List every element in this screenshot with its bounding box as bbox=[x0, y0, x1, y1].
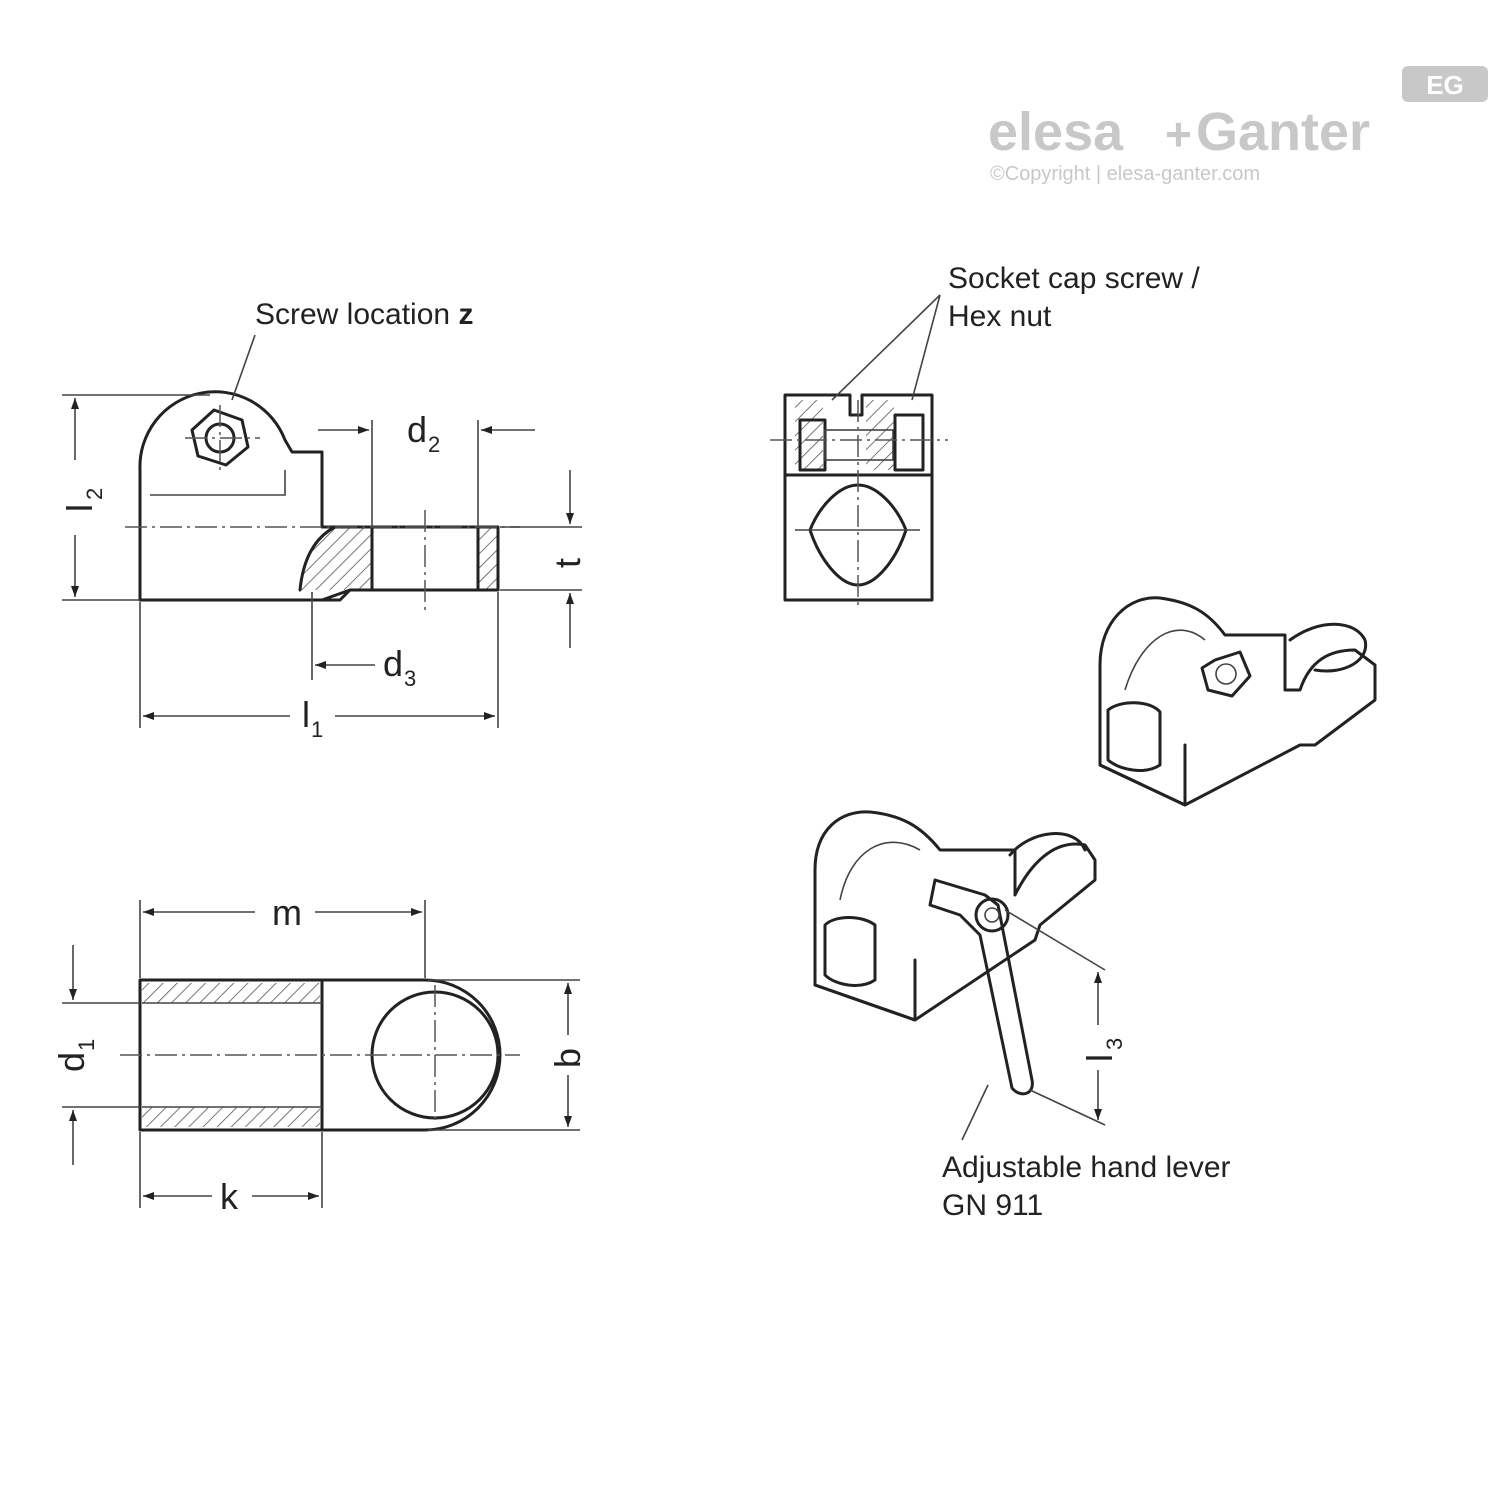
side-view: l 2 d 2 t d 3 l 1 bbox=[59, 298, 588, 742]
front-section-view: Socket cap screw / Hex nut bbox=[770, 262, 1200, 605]
svg-text:l: l bbox=[59, 504, 100, 512]
iso-hex-nut-icon bbox=[1200, 650, 1252, 698]
brand-logo: EG elesa + Ganter ©Copyright | elesa-gan… bbox=[988, 66, 1488, 185]
side-ring-hatch bbox=[478, 527, 498, 590]
dim-m: m bbox=[272, 892, 302, 933]
dim-d3: d 3 bbox=[383, 643, 416, 691]
svg-text:d: d bbox=[51, 1052, 92, 1072]
svg-text:2: 2 bbox=[82, 488, 107, 500]
brand-name-elesa: elesa bbox=[988, 102, 1124, 162]
iso-clamp-outline bbox=[1098, 596, 1377, 807]
side-view-outline bbox=[138, 390, 500, 602]
front-view-outline bbox=[783, 393, 934, 602]
brand-copyright: ©Copyright | elesa-ganter.com bbox=[990, 163, 1260, 185]
hex-nut-icon bbox=[190, 408, 250, 467]
dim-l1: l 1 bbox=[302, 694, 323, 742]
svg-text:d: d bbox=[383, 643, 403, 684]
callout-hand-lever-line1: Adjustable hand lever bbox=[942, 1151, 1231, 1184]
iso-view-clamp bbox=[1098, 596, 1377, 807]
brand-badge bbox=[1402, 66, 1488, 102]
dim-l3: l 3 bbox=[1079, 1038, 1127, 1062]
svg-text:d: d bbox=[407, 409, 427, 450]
dim-d1: d 1 bbox=[51, 1039, 99, 1072]
callout-socket-screw-line1: Socket cap screw / bbox=[948, 262, 1200, 295]
hex-nut-side-icon bbox=[893, 413, 925, 472]
svg-text:1: 1 bbox=[311, 717, 323, 742]
iso-lever-bore bbox=[823, 916, 877, 987]
svg-text:3: 3 bbox=[1102, 1038, 1127, 1050]
svg-text:2: 2 bbox=[428, 432, 440, 457]
svg-text:3: 3 bbox=[404, 666, 416, 691]
brand-name-plus: + bbox=[1165, 108, 1192, 160]
iso-view-lever: l 3 Adjustable hand lever GN 911 bbox=[813, 810, 1231, 1222]
top-view: m d 1 b k bbox=[51, 892, 588, 1217]
side-section-hatch bbox=[300, 527, 372, 590]
svg-text:l: l bbox=[302, 694, 310, 735]
brand-badge-text: EG bbox=[1426, 70, 1464, 100]
dim-d2: d 2 bbox=[407, 409, 440, 457]
iso-lever-ring bbox=[1008, 832, 1087, 857]
callout-socket-screw-line2: Hex nut bbox=[948, 300, 1052, 333]
callout-screw-location: Screw location z bbox=[255, 298, 473, 331]
dim-l2: l 2 bbox=[59, 488, 107, 512]
callout-hand-lever-line2: GN 911 bbox=[942, 1189, 1043, 1222]
svg-text:l: l bbox=[1079, 1054, 1120, 1062]
dim-b: b bbox=[547, 1048, 588, 1068]
dim-k: k bbox=[220, 1176, 239, 1217]
iso-clamp-bore bbox=[1106, 701, 1162, 772]
top-view-outline bbox=[138, 978, 502, 1132]
iso-lever-clamp-outline bbox=[813, 810, 1097, 1022]
hand-lever-icon[interactable] bbox=[928, 878, 1034, 1096]
svg-text:1: 1 bbox=[74, 1039, 99, 1051]
dim-t: t bbox=[547, 558, 588, 568]
brand-name-ganter: Ganter bbox=[1196, 102, 1370, 162]
iso-clamp-ring bbox=[1288, 622, 1368, 673]
